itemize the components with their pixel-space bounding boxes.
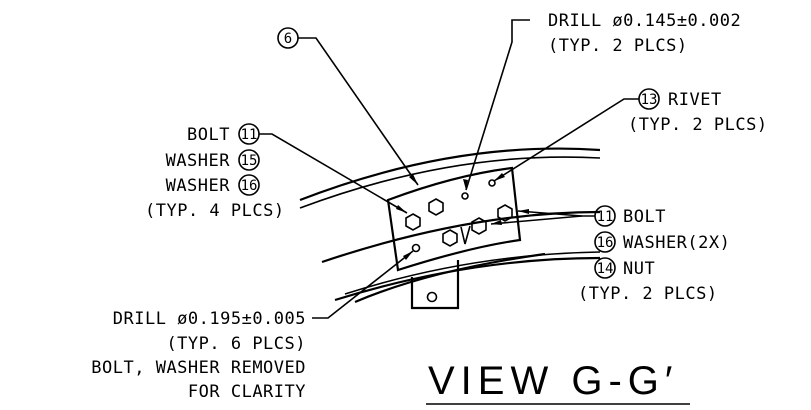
arrowhead — [403, 251, 413, 260]
bolt-head — [442, 229, 458, 247]
right-nut-label: NUT — [623, 259, 655, 279]
bottom-strap — [354, 252, 546, 304]
arrowhead — [396, 205, 407, 213]
drill-top-spec: DRILL ø0.145±0.002 — [548, 11, 741, 31]
right-typ: (TYP. 2 PLCS) — [578, 284, 718, 304]
bracket-tab — [410, 260, 460, 310]
balloon-13-number: 13 — [641, 92, 658, 108]
balloon-11-right-number: 11 — [597, 209, 614, 225]
arrowhead — [518, 209, 529, 214]
leader-rivet — [493, 98, 639, 182]
arrowhead — [409, 174, 418, 185]
drill-bottom-typ: (TYP. 6 PLCS) — [166, 334, 306, 354]
splice-plate — [386, 166, 522, 310]
lower-channel-top-edge — [321, 210, 601, 264]
left-washer15-label: WASHER — [166, 151, 231, 171]
balloon-11-left-number: 11 — [241, 127, 258, 143]
leader-item-6 — [298, 37, 419, 186]
callout-rivet: 13 RIVET (TYP. 2 PLCS) — [493, 88, 768, 182]
balloon-15 — [238, 149, 260, 171]
leader-drill-bottom — [312, 250, 414, 319]
upper-channel-bottom-edge — [299, 156, 601, 209]
drill-top-typ: (TYP. 2 PLCS) — [548, 36, 688, 56]
leader-left-group — [259, 133, 408, 214]
balloon-16-right — [594, 231, 616, 253]
view-title: VIEW G-G′ — [428, 359, 678, 403]
bolt-head — [405, 213, 421, 231]
fasteners — [405, 179, 513, 253]
callout-drill-bottom: DRILL ø0.195±0.005 (TYP. 6 PLCS) BOLT, W… — [91, 250, 414, 402]
drill-bottom-spec: DRILL ø0.195±0.005 — [113, 309, 306, 329]
leader-drill-top — [465, 19, 530, 191]
balloon-6-number: 6 — [284, 31, 292, 47]
left-typ: (TYP. 4 PLCS) — [145, 201, 285, 221]
balloon-16-left-number: 16 — [241, 178, 258, 194]
arrowhead — [463, 179, 468, 190]
callout-item-6: 6 — [277, 27, 419, 186]
balloon-14 — [594, 257, 616, 279]
leader-right-lower — [490, 215, 583, 225]
bolt-head — [497, 204, 513, 222]
rivet-typ: (TYP. 2 PLCS) — [628, 115, 768, 135]
balloon-15-number: 15 — [241, 153, 258, 169]
nut-clip — [460, 225, 471, 245]
drill-bottom-note2: FOR CLARITY — [188, 382, 306, 402]
callout-right-group: 11 BOLT 16 WASHER(2X) 14 NUT (TYP. 2 PLC… — [490, 205, 730, 304]
lower-channel-bottom-edge — [334, 256, 601, 302]
callout-drill-top: DRILL ø0.145±0.002 (TYP. 2 PLCS) — [463, 11, 741, 191]
bolt-head — [471, 217, 487, 235]
rivet-hole — [461, 192, 469, 200]
bolt-head — [428, 198, 444, 216]
right-washer-label: WASHER(2X) — [623, 233, 730, 253]
balloon-16-right-number: 16 — [597, 235, 614, 251]
splice-plate-outline — [386, 166, 522, 272]
rivet-label: RIVET — [668, 90, 722, 110]
upper-channel-top-edge — [299, 147, 601, 202]
rivet-hole — [488, 179, 496, 187]
lower-channel-inner-edge — [344, 251, 601, 295]
drill-hole — [411, 243, 421, 253]
callout-left-group: BOLT 11 WASHER 15 WASHER 16 (TYP. 4 PLCS… — [145, 123, 408, 221]
balloon-14-number: 14 — [597, 261, 614, 277]
channel-structure — [299, 147, 601, 304]
arrowhead — [491, 220, 502, 225]
drill-bottom-note1: BOLT, WASHER REMOVED — [91, 358, 306, 378]
balloon-16-left — [238, 174, 260, 196]
left-washer16-label: WASHER — [166, 176, 231, 196]
view-title-block: VIEW G-G′ — [426, 359, 690, 405]
right-bolt-label: BOLT — [623, 207, 666, 227]
arrowhead — [494, 173, 505, 181]
left-bolt-label: BOLT — [187, 125, 230, 145]
bracket-hole — [426, 291, 438, 303]
